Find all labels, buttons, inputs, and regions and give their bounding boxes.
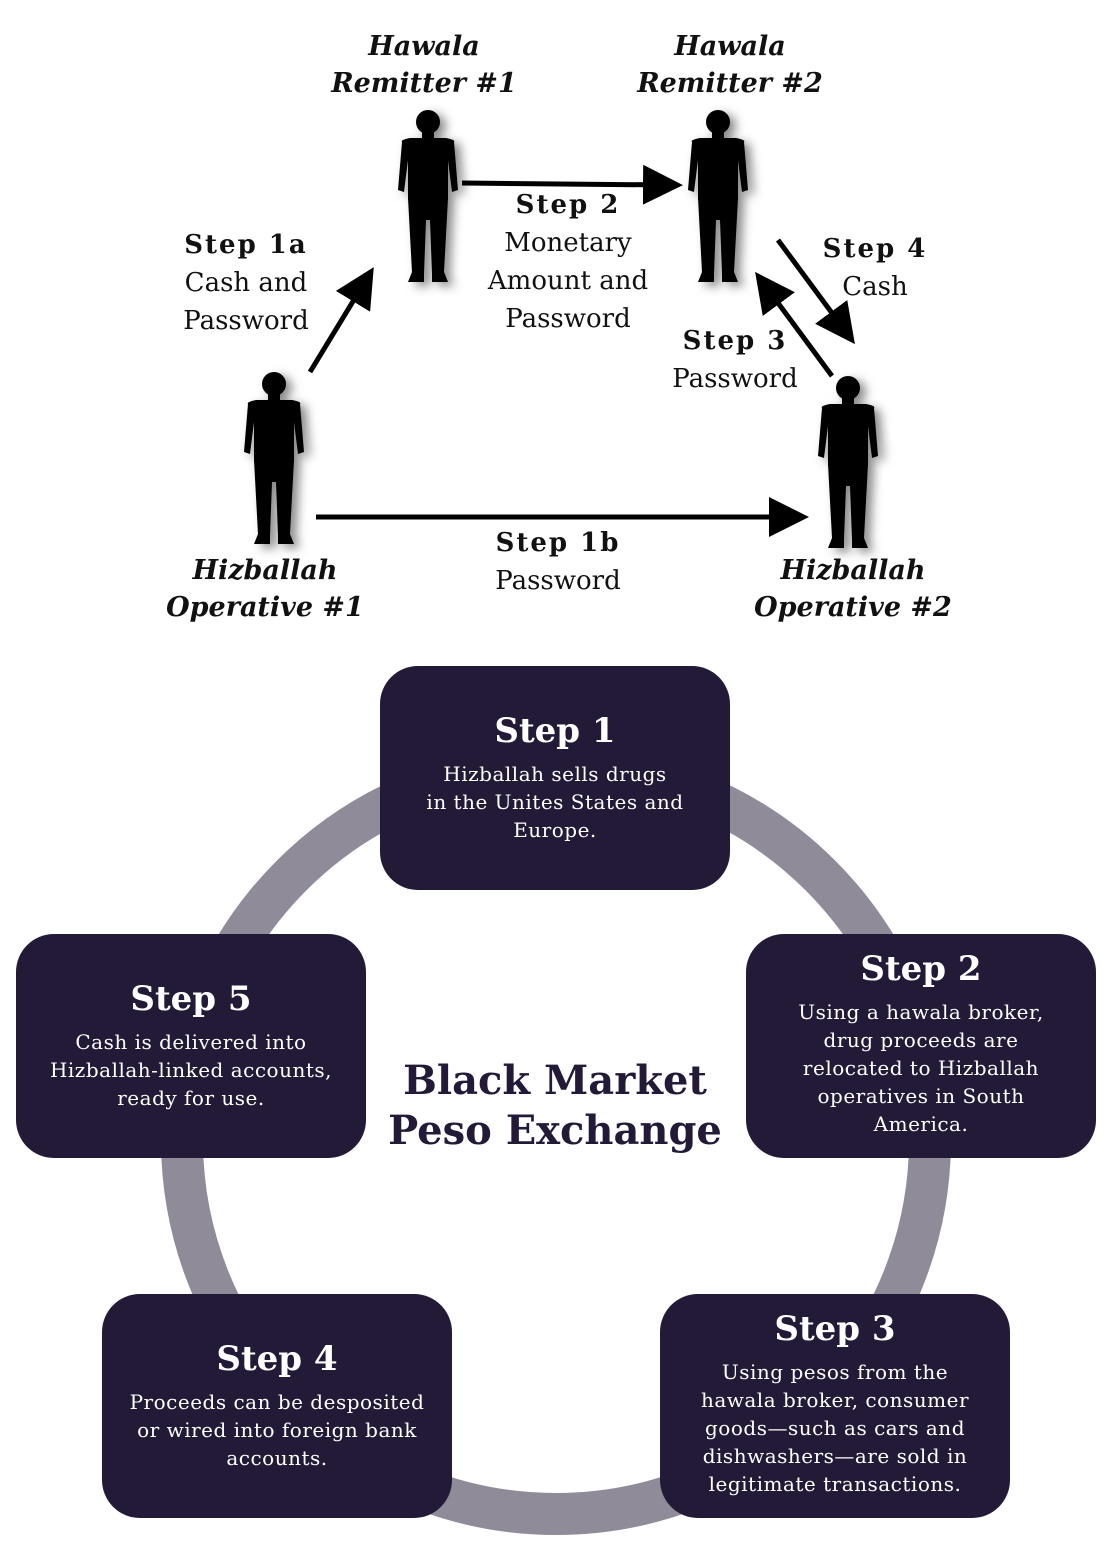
arrow-step-3: [755, 271, 835, 378]
label-step-2: Step 2 Monetary Amount and Password: [487, 190, 649, 334]
label-step-4: Step 4 Cash: [822, 234, 928, 302]
cycle-step-4-box: Step 4 Proceeds can be desposited or wir…: [102, 1294, 452, 1518]
cycle-step-1-box: Step 1 Hizballah sells drugs in the Unit…: [380, 666, 730, 890]
cycle-step-2-box: Step 2 Using a hawala broker, drug proce…: [746, 934, 1096, 1158]
label-remitter-1: Hawala Remitter #1: [331, 31, 517, 99]
person-remitter-2-icon: [688, 110, 754, 286]
cycle-step-3-box: Step 3 Using pesos from the hawala broke…: [660, 1294, 1010, 1518]
label-step-1a: Step 1a Cash and Password: [183, 230, 309, 336]
label-operative-2: Hizballah Operative #2: [754, 555, 952, 623]
label-remitter-2: Hawala Remitter #2: [637, 31, 823, 99]
person-operative-1-icon: [244, 372, 310, 548]
person-remitter-1-icon: [398, 110, 464, 286]
arrow-step-4: [775, 238, 855, 345]
cycle-step-5-box: Step 5 Cash is delivered into Hizballah-…: [16, 934, 366, 1158]
center-title-line-2: Peso Exchange: [388, 1107, 722, 1154]
center-title-line-1: Black Market: [403, 1057, 707, 1104]
label-operative-1: Hizballah Operative #1: [166, 555, 364, 623]
arrow-step-2: [461, 164, 683, 205]
person-operative-2-icon: [818, 376, 884, 552]
cycle-center-title: Black Market Peso Exchange: [365, 1056, 745, 1156]
label-step-3: Step 3 Password: [672, 326, 798, 394]
label-step-1b: Step 1b Password: [495, 528, 621, 596]
arrow-step-1a: [307, 267, 374, 374]
